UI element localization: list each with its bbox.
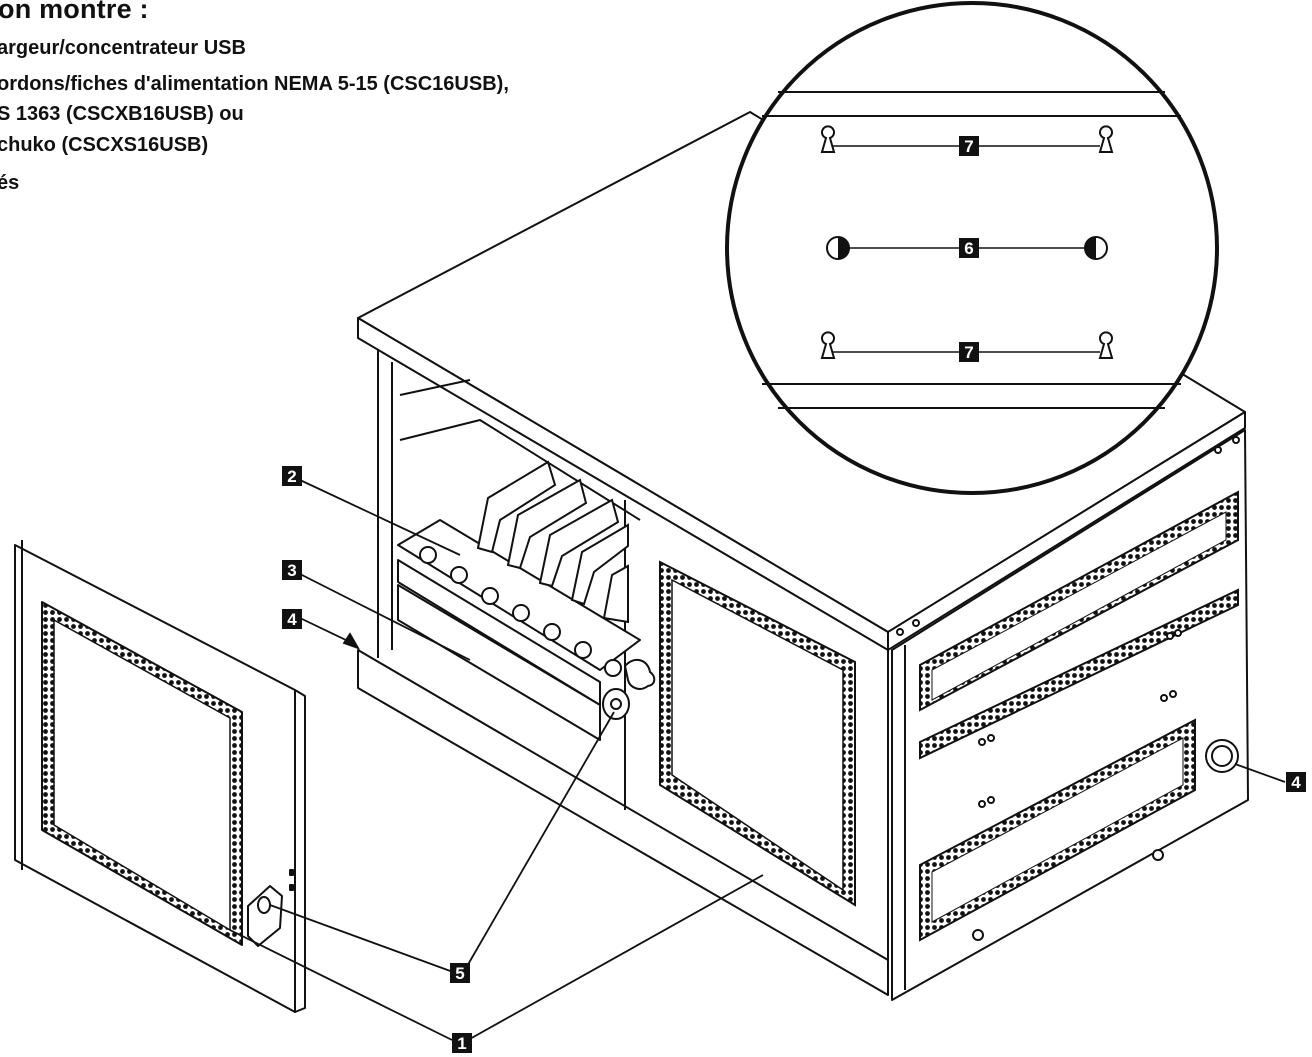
charger-shelf <box>397 519 641 671</box>
callout-6: 6 <box>959 238 979 258</box>
keyhole-bottom-right <box>1098 331 1114 359</box>
tablet-dividers <box>476 460 629 624</box>
svg-text:7: 7 <box>964 343 973 362</box>
side-bolts <box>896 436 1240 941</box>
cabinet-top-edge-side <box>887 411 1246 651</box>
text-line-1: argeur/concentrateur USB <box>0 37 246 59</box>
text-line-3: S 1363 (CSCXB16USB) ou <box>0 103 244 125</box>
svg-text:4: 4 <box>1291 773 1301 792</box>
callout-4-front: 4 <box>282 609 302 629</box>
latch-assembly <box>602 658 656 720</box>
callout-7-bottom: 7 <box>959 342 979 362</box>
svg-text:3: 3 <box>287 561 296 580</box>
callout-1: 1 <box>452 1033 472 1053</box>
svg-text:2: 2 <box>287 467 296 486</box>
text-line-2: ordons/fiches d'alimentation NEMA 5-15 (… <box>0 73 509 95</box>
side-vent-panels <box>919 490 1239 942</box>
svg-text:6: 6 <box>964 239 973 258</box>
svg-text:7: 7 <box>964 137 973 156</box>
callout-4-side: 4 <box>1286 772 1306 792</box>
detached-door <box>14 540 306 1013</box>
svg-text:5: 5 <box>455 964 464 983</box>
usb-ports <box>419 546 622 677</box>
svg-text:1: 1 <box>457 1034 466 1053</box>
keyhole-top-right <box>1098 125 1114 153</box>
power-inlet <box>1194 739 1239 790</box>
callout-3: 3 <box>282 560 302 580</box>
svg-text:4: 4 <box>287 610 297 629</box>
lower-compartment <box>397 584 601 741</box>
callout-7-top: 7 <box>959 136 979 156</box>
keyhole-bottom-left <box>820 331 836 359</box>
keyhole-top-left <box>820 125 836 153</box>
text-line-4: chuko (CSCXS16USB) <box>0 134 209 156</box>
text-line-5: és <box>0 172 20 194</box>
page-heading: on montre : <box>0 0 149 24</box>
callout-2: 2 <box>282 466 302 486</box>
leader-lines <box>229 479 1286 1041</box>
callout-5: 5 <box>450 963 470 983</box>
